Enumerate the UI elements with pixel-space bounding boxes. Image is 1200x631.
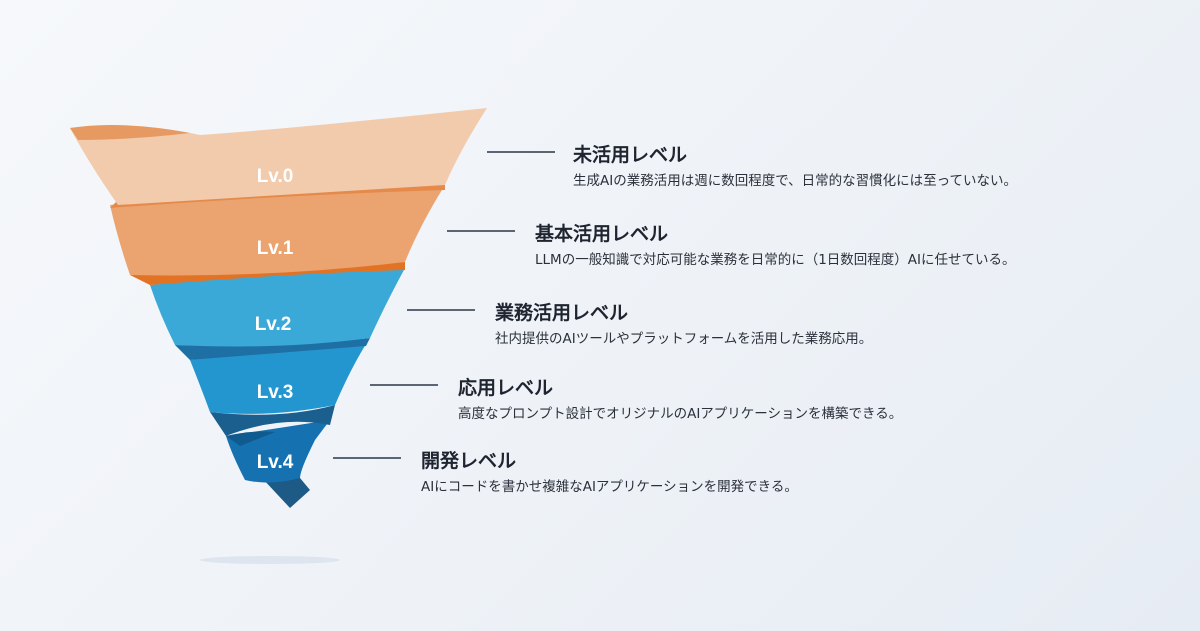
connector-line [447,230,515,232]
connector-line [333,457,401,459]
level-badge-lv2: Lv.2 [255,314,292,335]
ribbon-back-lv3 [210,405,335,436]
level-title: 応用レベル [458,377,554,399]
level-description: LLMの一般知識で対応可能な業務を日常的に（1日数回程度）AIに任せている。 [535,252,1016,268]
funnel-band-lv3 [190,344,366,414]
funnel-band-lv1 [110,185,445,276]
funnel-band-lv2 [150,268,405,347]
funnel-shadow [200,556,340,564]
level-badge-lv4: Lv.4 [257,452,294,473]
connector-line [407,309,475,311]
level-badge-lv1: Lv.1 [257,238,294,259]
ribbon-fold [226,431,275,446]
level-description: 生成AIの業務活用は週に数回程度で、日常的な習慣化には至っていない。 [573,173,1018,189]
connector-line [370,384,438,386]
level-description: AIにコードを書かせ複雑なAIアプリケーションを開発できる。 [421,479,798,495]
connector-line [487,151,555,153]
level-title: 未活用レベル [573,144,688,166]
level-title: 業務活用レベル [495,302,629,324]
level-title: 基本活用レベル [535,223,669,245]
ribbon-tail [262,478,310,508]
ribbon-fold-top [70,124,190,140]
level-description: 高度なプロンプト設計でオリジナルのAIアプリケーションを構築できる。 [458,406,903,422]
level-description: 社内提供のAIツールやプラットフォームを活用した業務応用。 [495,331,873,347]
level-title: 開発レベル [421,450,517,472]
level-badge-lv0: Lv.0 [257,166,294,187]
level-badge-lv3: Lv.3 [257,382,294,403]
ribbon-back-lv2 [175,338,370,360]
